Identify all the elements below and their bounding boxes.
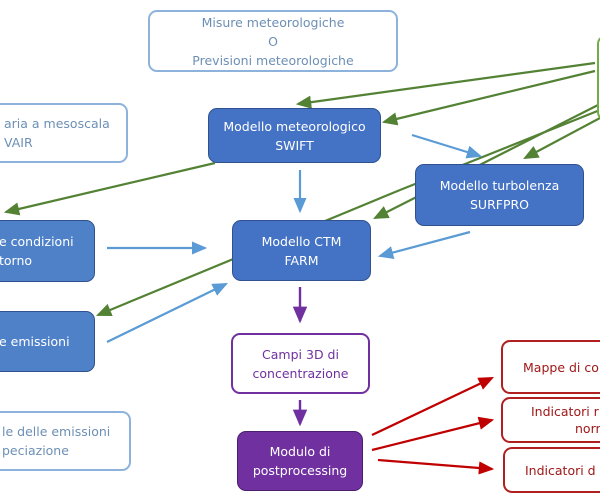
arrow-green [295, 61, 596, 109]
surfpro-box: Modello turbolenza SURFPRO [415, 164, 584, 226]
boundary-conditions-box: e condizioni torno [0, 220, 95, 282]
box-line: FARM [284, 252, 319, 268]
arrow-red [371, 416, 495, 452]
box-line: aria a mesoscala [4, 116, 110, 131]
arrow-blue [411, 133, 483, 159]
arrow-green [523, 117, 600, 160]
farm-box: Modello CTM FARM [232, 220, 371, 281]
box-line: SWIFT [275, 137, 314, 153]
concentration-fields-box: Campi 3D di concentrazione [231, 333, 370, 394]
box-line: e emissioni [0, 334, 70, 349]
arrow-blue [377, 230, 471, 259]
box-line: norr [575, 421, 600, 436]
emission-model-box: le delle emissioni peciazione [0, 411, 131, 471]
box-line: Indicatori d [525, 462, 596, 478]
box-line: postprocessing [252, 463, 348, 478]
box-line: Previsioni meteorologiche [192, 52, 354, 68]
arrow-green [373, 103, 600, 219]
box-line: peciazione [2, 443, 69, 458]
arrow-green [3, 161, 216, 216]
box-line: Modello meteorologico [223, 118, 366, 134]
box-line: Campi 3D di [262, 346, 339, 362]
box-line: Misure meteorologiche [201, 14, 345, 30]
box-line: Modello CTM [261, 233, 342, 249]
arrow-red [371, 377, 494, 436]
arrow-green [381, 69, 596, 126]
maps-box: Mappe di co [501, 340, 600, 394]
box-line: VAIR [4, 135, 33, 150]
swift-box: Modello meteorologico SWIFT [208, 108, 381, 163]
indicators-d-box: Indicatori d [503, 447, 600, 493]
mesoscale-box: aria a mesoscala VAIR [0, 103, 128, 163]
postprocessing-box: Modulo di postprocessing [237, 431, 363, 491]
emissions-box: e emissioni [0, 311, 95, 372]
box-line: Indicatori r [531, 404, 599, 419]
box-line: O [268, 33, 278, 49]
box-line: Modulo di [269, 444, 331, 459]
box-line: e condizioni [0, 234, 74, 249]
box-line: le delle emissioni [2, 424, 111, 439]
box-line: torno [0, 253, 33, 268]
box-line: Modello turbolenza [439, 178, 560, 193]
box-line: concentrazione [252, 365, 349, 381]
arrow-red [377, 458, 495, 475]
arrow-blue [106, 283, 228, 343]
box-line: Mappe di co [523, 359, 599, 375]
box-line: SURFPRO [469, 197, 530, 212]
indicators-norm-box: Indicatori r norr [501, 397, 600, 443]
measures-box: Misure meteorologiche O Previsioni meteo… [148, 10, 398, 72]
